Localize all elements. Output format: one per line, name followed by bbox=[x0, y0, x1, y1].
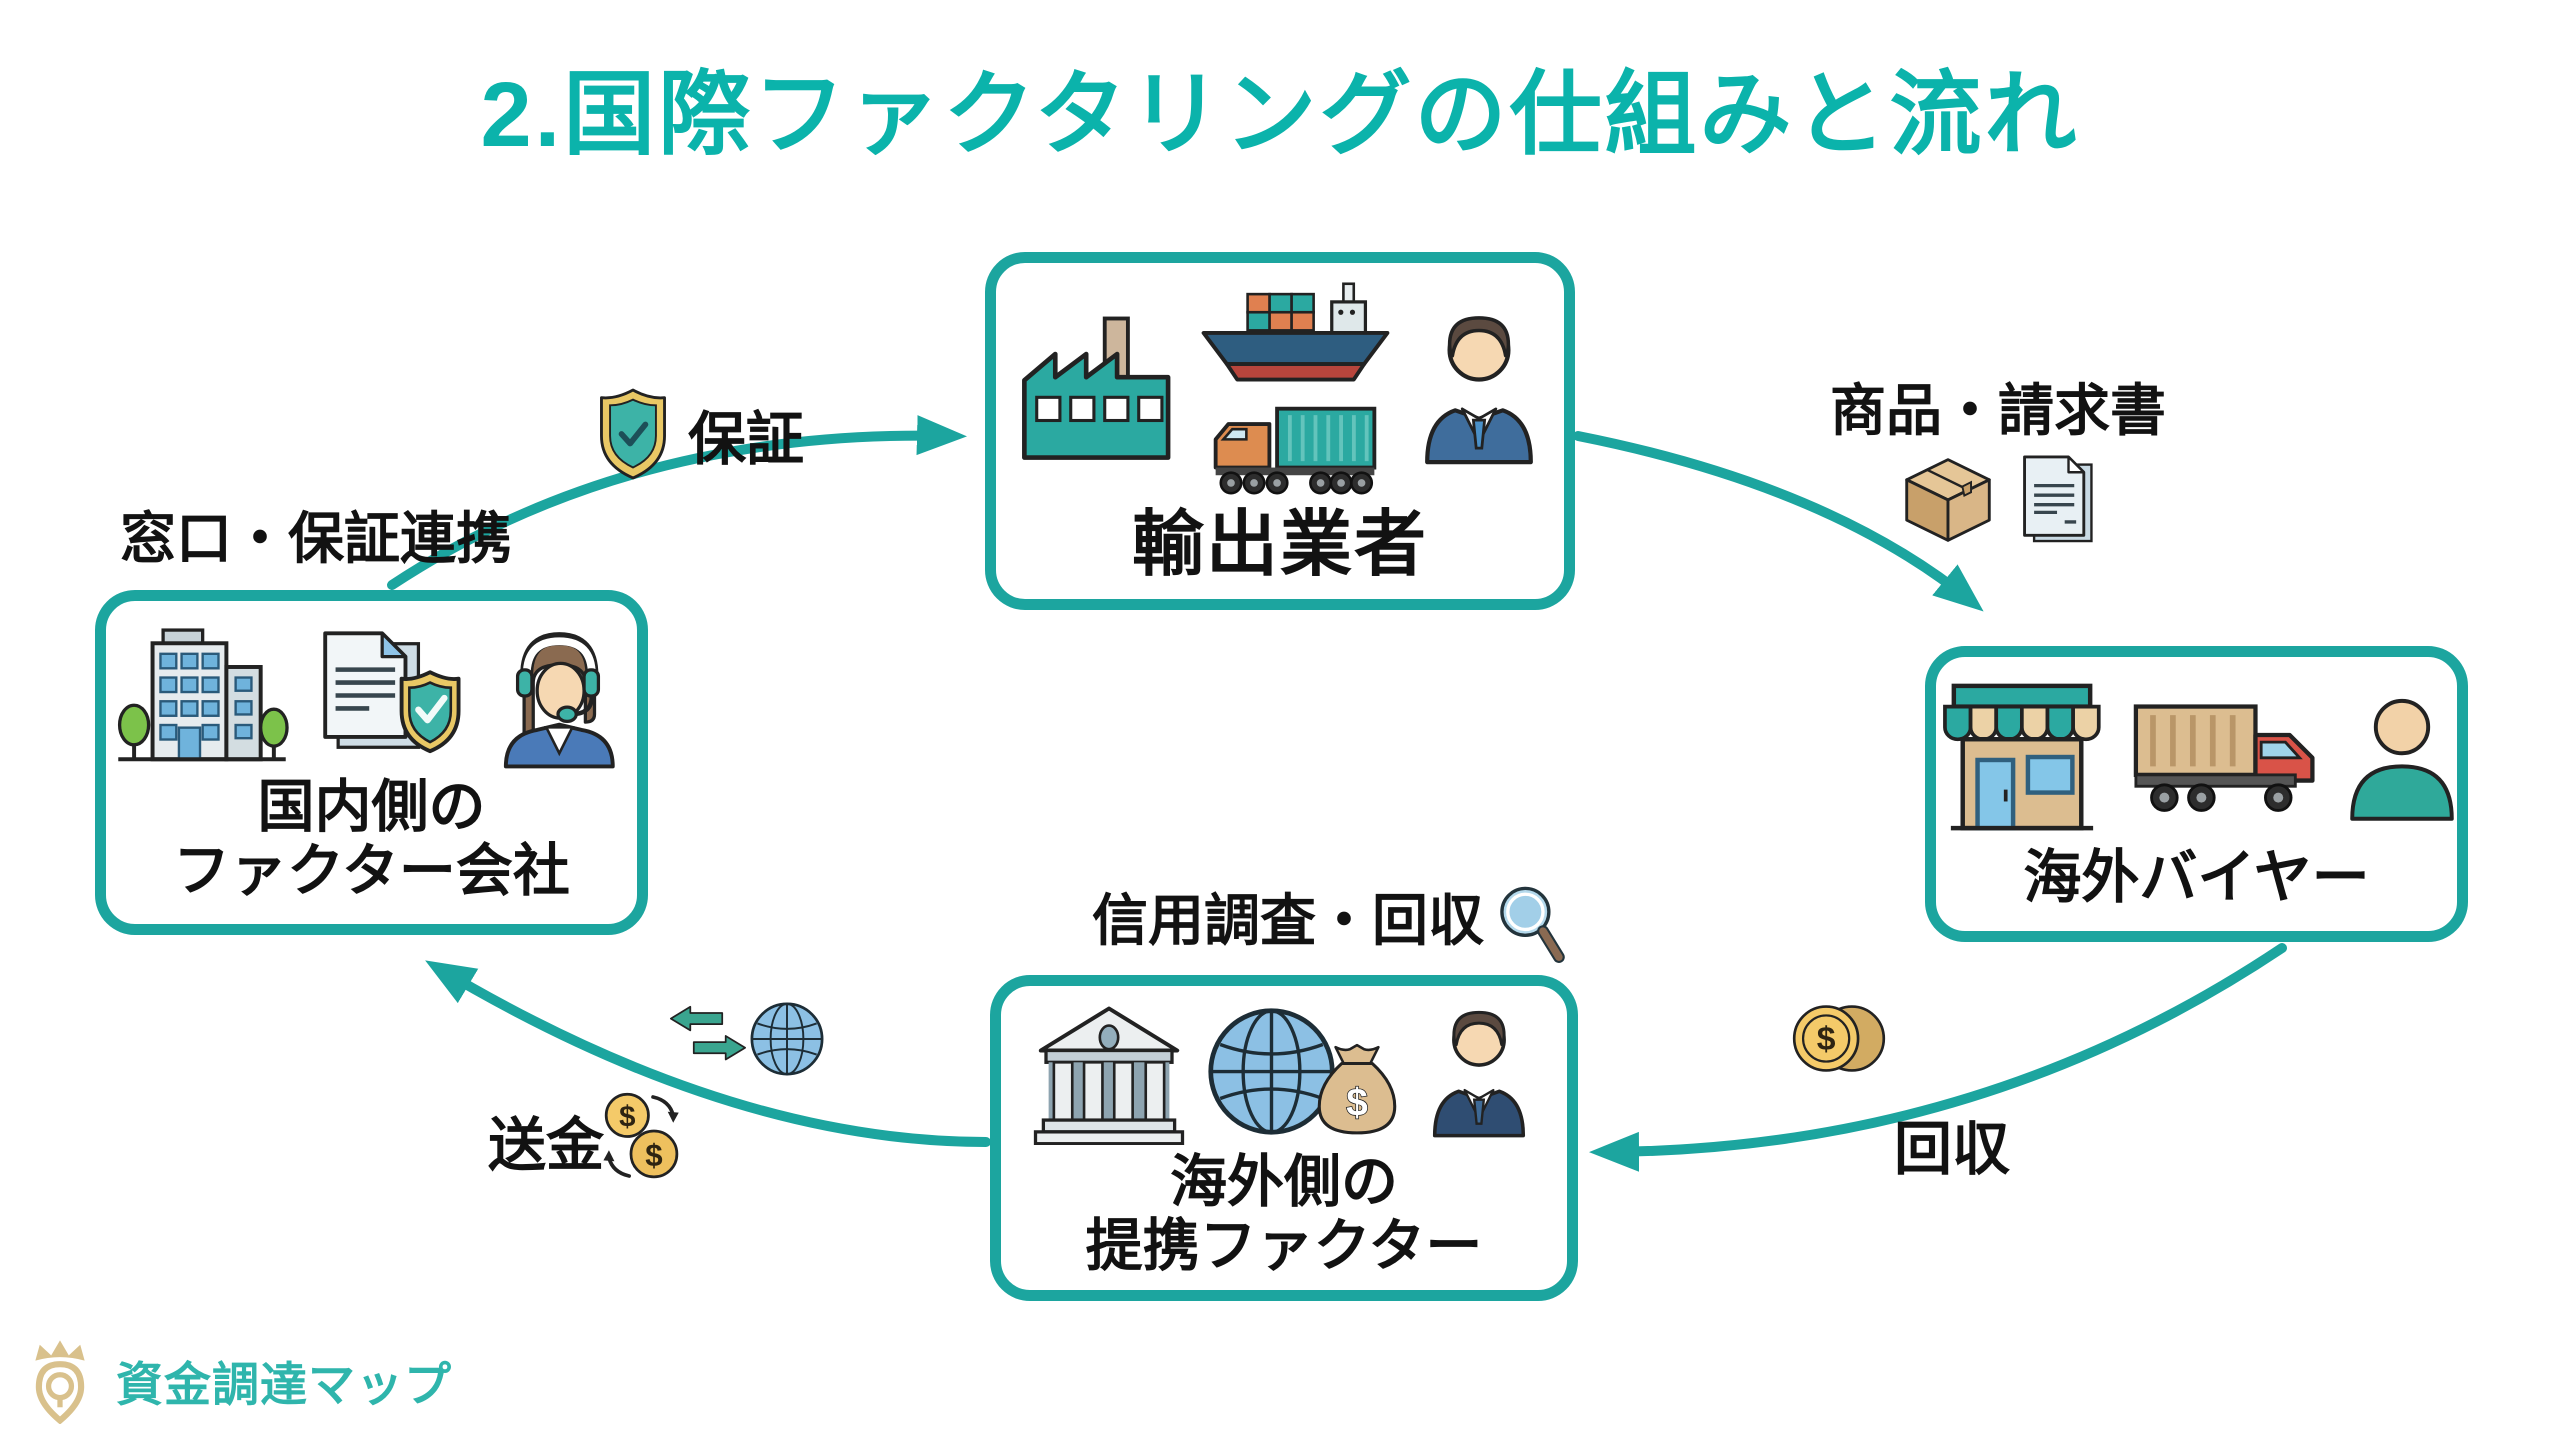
crown-pin-icon bbox=[35, 1340, 85, 1424]
guarantee-label: 保証 bbox=[688, 407, 805, 472]
invoice-documents-icon bbox=[2023, 455, 2093, 543]
edge-label-goods-invoice: 商品・請求書 bbox=[1830, 366, 2166, 547]
call-center-agent-icon bbox=[503, 631, 615, 769]
edge-label-collection: 回収 bbox=[1894, 1117, 2011, 1182]
package-box-icon bbox=[1905, 458, 1991, 542]
node-domestic-factor: 国内側の ファクター会社 bbox=[95, 590, 648, 935]
currency-exchange-icon: $ $ bbox=[596, 1086, 688, 1192]
svg-text:$: $ bbox=[1817, 1020, 1836, 1058]
goods-invoice-label: 商品・請求書 bbox=[1830, 379, 2166, 442]
node-overseas-factor: $ 海外側の 提携ファクター bbox=[990, 975, 1578, 1301]
coins-icon: $ bbox=[1788, 994, 1890, 1088]
delivery-truck-icon bbox=[2133, 704, 2315, 812]
money-bag-icon: $ bbox=[1317, 1043, 1396, 1135]
brand-logo: 資金調達マップ bbox=[14, 1336, 452, 1424]
domestic-factor-label: 国内側の ファクター会社 bbox=[173, 774, 570, 903]
contract-document-icon bbox=[322, 631, 461, 754]
svg-text:$: $ bbox=[619, 1100, 635, 1133]
edge-label-guarantee: 保証 bbox=[590, 386, 804, 482]
exporter-icons bbox=[1012, 276, 1549, 497]
overseas-buyer-label: 海外バイヤー bbox=[2023, 845, 2370, 911]
shield-check-icon bbox=[399, 670, 461, 754]
factory-icon bbox=[1021, 316, 1170, 461]
businessman-icon bbox=[1432, 1011, 1525, 1138]
transfer-arrows-icon bbox=[668, 1004, 748, 1068]
office-buildings-icon bbox=[117, 628, 289, 761]
credit-check-label: 信用調査・回収 bbox=[1092, 889, 1484, 952]
buyer-icons bbox=[1933, 677, 2461, 840]
container-truck-icon bbox=[1213, 406, 1377, 495]
page-title: 2.国際ファクタリングの仕組みと流れ bbox=[480, 64, 2080, 166]
overseas-factor-icons: $ bbox=[1030, 998, 1539, 1145]
edge-label-remittance: 送金 bbox=[488, 1113, 605, 1178]
shield-check-icon bbox=[600, 388, 666, 480]
person-icon bbox=[2349, 698, 2454, 821]
businessman-icon bbox=[1424, 316, 1533, 465]
overseas-factor-label: 海外側の 提携ファクター bbox=[1085, 1149, 1483, 1278]
globe-icon bbox=[748, 1000, 826, 1083]
brand-name: 資金調達マップ bbox=[116, 1357, 452, 1411]
node-exporter: 輸出業者 bbox=[985, 252, 1575, 610]
globe-moneybag-group: $ bbox=[1204, 1004, 1403, 1139]
edge-label-window-link: 窓口・保証連携 bbox=[120, 507, 512, 570]
cargo-ship-icon bbox=[1201, 282, 1389, 382]
svg-text:$: $ bbox=[645, 1138, 662, 1173]
node-overseas-buyer: 海外バイヤー bbox=[1925, 646, 2468, 942]
svg-text:$: $ bbox=[1346, 1081, 1368, 1124]
domestic-factor-icons bbox=[113, 622, 631, 770]
edge-label-credit-check: 信用調査・回収 bbox=[1092, 876, 1570, 968]
storefront-icon bbox=[1942, 683, 2101, 831]
bank-icon bbox=[1033, 1006, 1184, 1145]
magnifier-icon bbox=[1500, 886, 1565, 963]
exporter-label: 輸出業者 bbox=[1131, 505, 1428, 586]
